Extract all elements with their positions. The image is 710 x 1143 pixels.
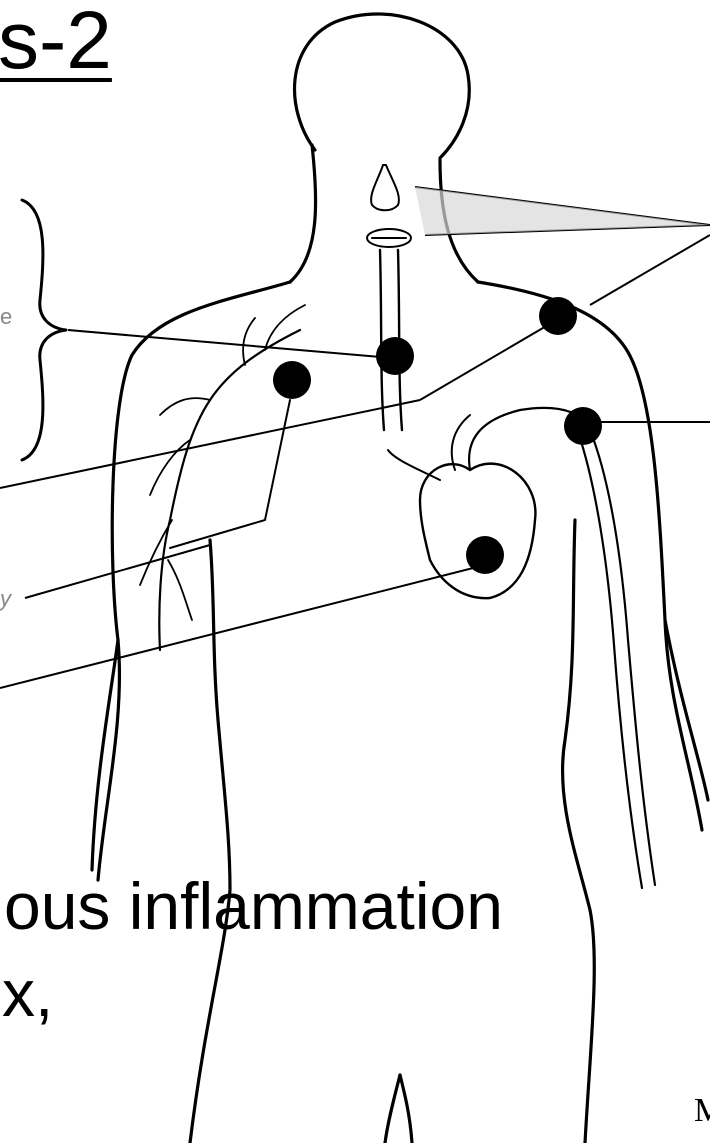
left-shoulder: [98, 282, 290, 880]
pointer-line-shoulder: [590, 235, 710, 305]
pointer-line-brace: [68, 330, 392, 358]
right-shoulder: [478, 282, 702, 830]
trachea-left: [380, 250, 384, 430]
navel-hint: [400, 1075, 412, 1143]
nasal-shape: [371, 165, 399, 210]
neck-left: [290, 145, 316, 282]
curly-brace: [22, 200, 66, 460]
involvement-dot-shoulder-left: [273, 361, 311, 399]
involvement-dot-heart: [466, 536, 504, 574]
corner-letter: M: [694, 1094, 710, 1128]
involvement-dot-trachea: [376, 337, 414, 375]
involvement-dot-shoulder-right: [539, 297, 577, 335]
slide-title-fragment: s-2: [0, 0, 112, 82]
right-inner-arm: [563, 520, 595, 1143]
involvement-dot-subclavian: [564, 407, 602, 445]
chest-box: [170, 400, 290, 548]
pointer-line-chest-b: [420, 318, 560, 400]
head-outline: [295, 14, 470, 158]
label-fragment-lower: y: [0, 588, 11, 610]
body-text-line-2: x,: [2, 960, 53, 1026]
pointer-line-chest: [0, 400, 420, 488]
right-arm-artery-outer: [590, 430, 655, 885]
body-text-line-1: ous inflammation: [4, 873, 503, 939]
pointer-wedge: [415, 187, 710, 235]
right-forearm: [665, 620, 708, 800]
label-fragment-upper: e: [0, 306, 12, 328]
